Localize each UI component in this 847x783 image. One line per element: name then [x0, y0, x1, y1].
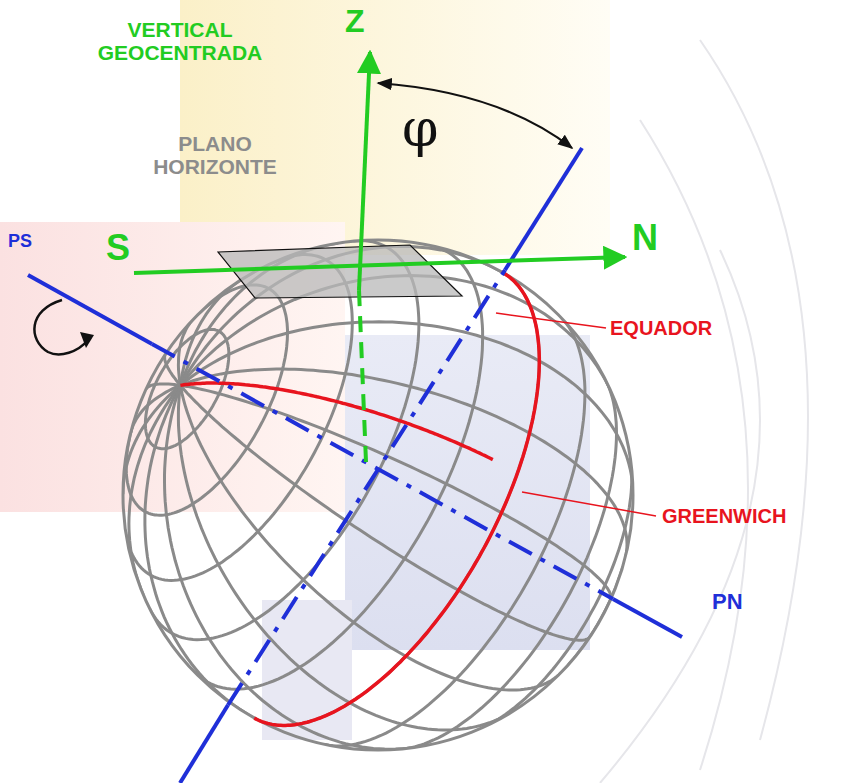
- zenith-axis: [359, 52, 370, 290]
- leader-line: [522, 492, 656, 516]
- plane-title: PLANO HORIZONTE: [120, 132, 310, 178]
- axis-title: VERTICAL GEOCENTRADA: [60, 18, 300, 64]
- equator-curve: [254, 272, 539, 726]
- background-panel: [345, 335, 590, 650]
- horizon-plane: [218, 245, 462, 298]
- direction-letter: S: [106, 228, 130, 268]
- direction-letter: N: [632, 218, 658, 258]
- meridian-line: [180, 385, 561, 690]
- meridian-line: [165, 385, 418, 749]
- equatorial-line: [180, 148, 582, 783]
- leader-line: [496, 313, 606, 328]
- pole-label: PS: [8, 232, 32, 252]
- curve-label: GREENWICH: [662, 505, 786, 527]
- meridian-line: [123, 385, 180, 494]
- meridian-line: [178, 385, 513, 730]
- parallel-line: [126, 285, 287, 515]
- north-south-line: [134, 257, 625, 273]
- axis-letter: Z: [345, 4, 365, 39]
- rotation-arrowhead: [80, 332, 94, 348]
- background-panel: [262, 600, 352, 740]
- rotation-arrow: [34, 300, 88, 354]
- parallel-line: [254, 272, 539, 726]
- meridian-line: [146, 384, 181, 389]
- parallel-line: [150, 241, 419, 640]
- globe-outline: [123, 240, 633, 750]
- curve-label: EQUADOR: [610, 317, 712, 339]
- meridian-line: [180, 322, 633, 496]
- faint-arcs: [600, 40, 808, 783]
- earth-axis: [28, 275, 682, 637]
- vertical-dashed: [359, 290, 366, 462]
- pole-label: PN: [712, 590, 743, 614]
- background-panel: [180, 0, 610, 255]
- globe-grid: [123, 241, 633, 750]
- angle-symbol: φ: [402, 100, 438, 157]
- meridian-line: [145, 385, 254, 718]
